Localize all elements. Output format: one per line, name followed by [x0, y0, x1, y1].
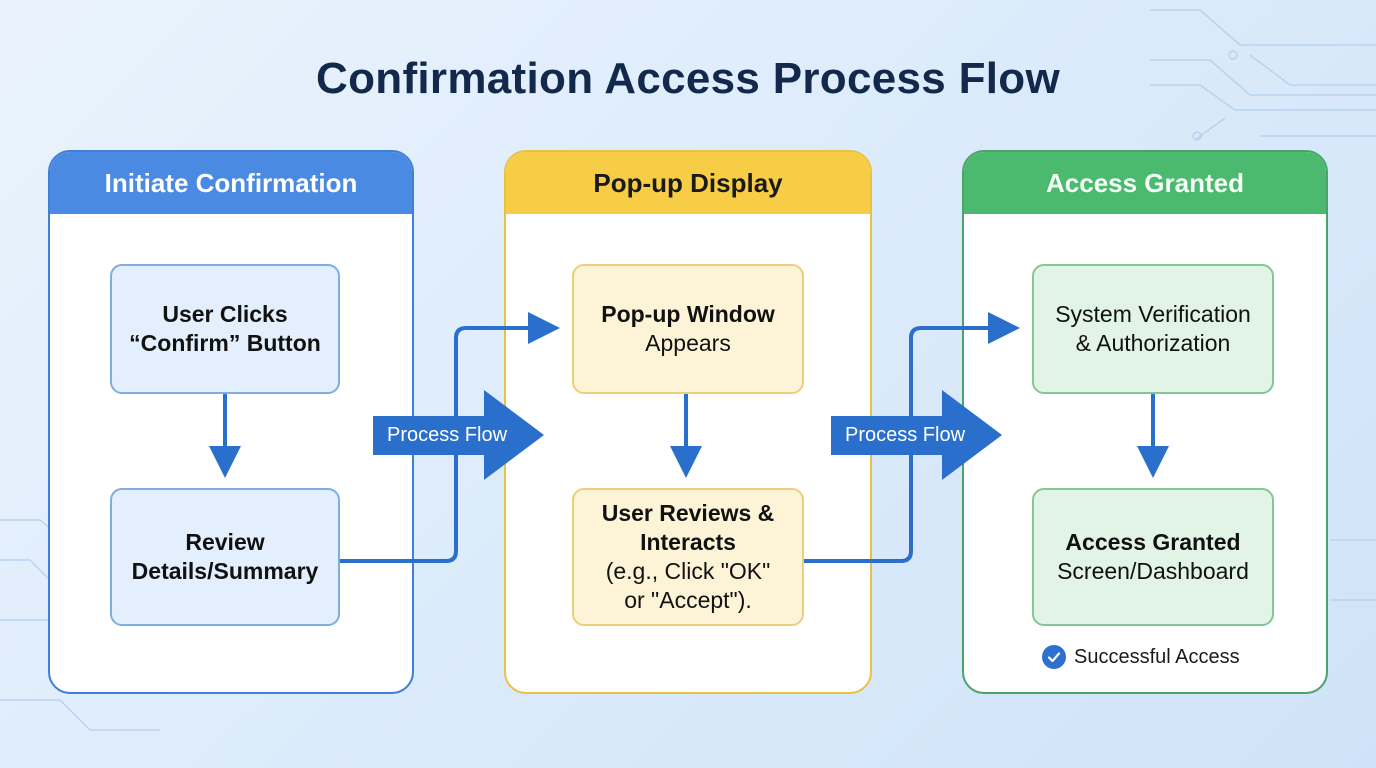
node-user-reviews-interacts: User Reviews & Interacts (e.g., Click "O…	[572, 488, 804, 626]
page-title: Confirmation Access Process Flow	[316, 54, 1060, 103]
node-text: System Verification	[1055, 301, 1251, 327]
node-text: User Reviews &	[601, 500, 775, 526]
panel-header: Access Granted	[964, 152, 1326, 214]
process-flow-label: Process Flow	[387, 424, 508, 446]
node-popup-window-appears: Pop-up Window Appears	[572, 264, 804, 394]
process-flow-label: Process Flow	[845, 424, 966, 446]
node-access-granted-screen: Access Granted Screen/Dashboard	[1032, 488, 1274, 626]
node-text: (e.g., Click "OK"	[605, 558, 771, 584]
node-text: Pop-up Window	[601, 301, 775, 327]
node-text: & Authorization	[1075, 330, 1231, 356]
check-circle-icon	[1042, 645, 1066, 669]
successful-access-status: Successful Access	[1042, 645, 1240, 669]
node-text: Screen/Dashboard	[1057, 558, 1249, 584]
node-text: or "Accept").	[624, 587, 752, 613]
node-user-clicks-confirm: User Clicks “Confirm” Button	[110, 264, 340, 394]
node-system-verification: System Verification & Authorization	[1032, 264, 1274, 394]
panel-initiate-confirmation: Initiate Confirmation	[48, 150, 414, 694]
node-text: Interacts	[640, 529, 736, 555]
node-review-details: Review Details/Summary	[110, 488, 340, 626]
panel-header: Pop-up Display	[506, 152, 870, 214]
status-label: Successful Access	[1074, 645, 1240, 668]
node-text: Access Granted	[1065, 529, 1241, 555]
node-text: “Confirm” Button	[129, 330, 321, 356]
panel-header: Initiate Confirmation	[50, 152, 412, 214]
node-text: User Clicks	[162, 301, 288, 327]
node-text: Review	[185, 529, 265, 555]
node-text: Appears	[645, 330, 731, 356]
node-text: Details/Summary	[131, 558, 319, 584]
